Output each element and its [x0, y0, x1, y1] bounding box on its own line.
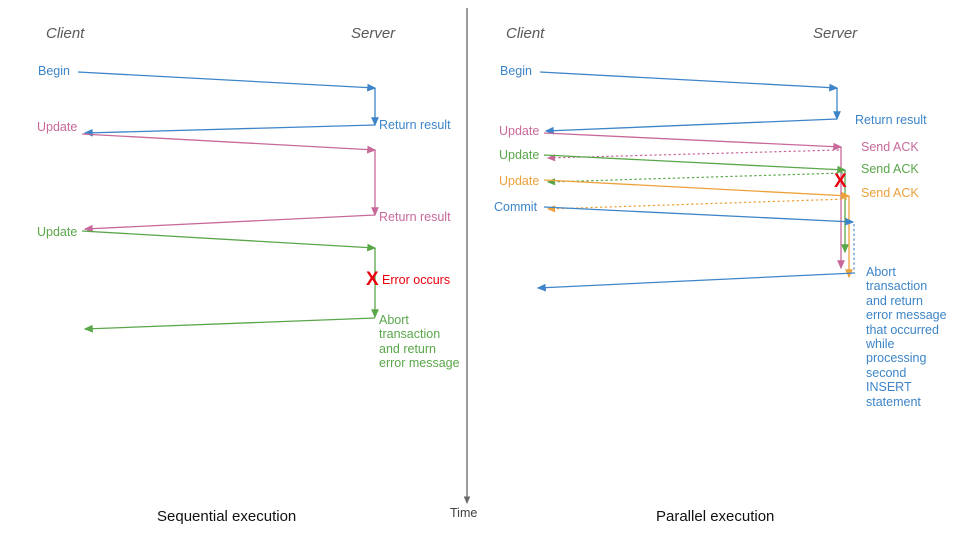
arrow-seq-begin	[77, 71, 377, 92]
panel-parallel-arrows	[536, 71, 856, 292]
label-par-send-ack-2: Send ACK	[861, 162, 919, 176]
label-seq-update-2: Update	[37, 225, 78, 239]
arrow-seq-update-2	[81, 230, 377, 252]
arrow-seq-return-2	[83, 214, 376, 233]
arrow-par-update-1	[543, 132, 843, 151]
arrow-par-update-2	[543, 154, 847, 174]
label-seq-update-1: Update	[37, 120, 78, 134]
label-seq-error-occurs: Error occurs	[382, 273, 451, 287]
actor-client-parallel: Client	[506, 25, 545, 42]
label-par-return-result: Return result	[855, 113, 927, 127]
label-par-update-2: Update	[499, 148, 540, 162]
arrow-par-commit	[543, 206, 855, 226]
arrow-par-ack-3	[546, 198, 848, 213]
actor-server-sequential: Server	[351, 25, 396, 42]
label-par-send-ack-1: Send ACK	[861, 140, 919, 154]
label-par-send-ack-3: Send ACK	[861, 186, 919, 200]
error-marker-parallel: X	[834, 171, 847, 192]
arrow-par-update-3	[543, 179, 851, 200]
error-marker-sequential: X	[366, 269, 379, 290]
arrow-par-begin	[539, 71, 839, 92]
arrow-seq-abort	[83, 317, 376, 333]
time-axis-label: Time	[450, 506, 478, 520]
arrow-par-return-1	[544, 118, 838, 135]
label-seq-abort-message: Abort transaction and return error messa…	[379, 313, 460, 371]
label-par-update-1: Update	[499, 124, 540, 138]
panel-sequential-arrows	[77, 71, 379, 333]
caption-parallel: Parallel execution	[656, 508, 775, 525]
arrow-seq-update-1	[81, 133, 377, 154]
arrow-par-abort	[536, 272, 856, 292]
label-seq-begin: Begin	[38, 64, 70, 78]
actor-server-parallel: Server	[813, 25, 858, 42]
arrow-par-ack-1	[546, 149, 840, 162]
label-par-commit: Commit	[494, 200, 538, 214]
label-seq-return-result-2: Return result	[379, 210, 451, 224]
label-par-begin: Begin	[500, 64, 532, 78]
caption-sequential: Sequential execution	[157, 508, 297, 525]
label-par-abort-message: Abort transaction and return error messa…	[866, 265, 947, 409]
arrow-seq-return-1	[83, 124, 376, 137]
label-seq-return-result-1: Return result	[379, 118, 451, 132]
label-par-update-3: Update	[499, 174, 540, 188]
arrow-par-ack-2	[546, 172, 844, 186]
actor-client-sequential: Client	[46, 25, 85, 42]
